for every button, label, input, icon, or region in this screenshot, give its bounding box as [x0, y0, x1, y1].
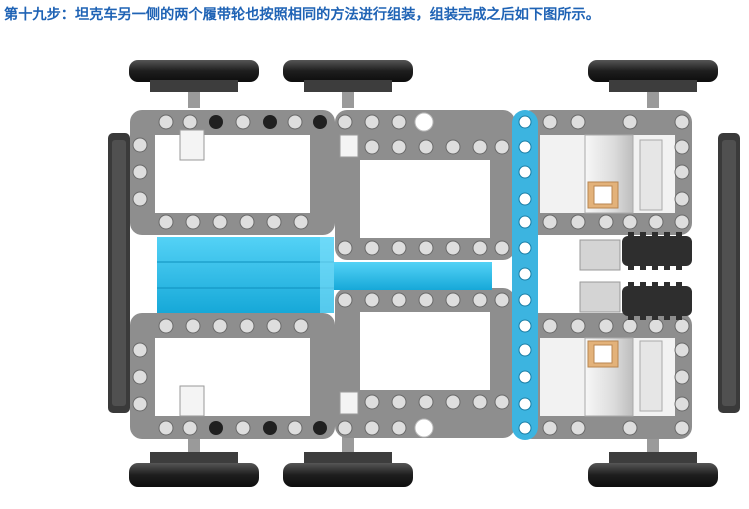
wheel-bottom-middle — [283, 436, 413, 487]
wheel-bottom-left — [129, 436, 259, 487]
azure-vertical-beam — [512, 110, 538, 440]
frame-lower-left — [130, 313, 335, 439]
wheel-bottom-right — [588, 436, 718, 487]
wheel-top-left — [129, 60, 259, 108]
gear-upper — [580, 232, 692, 270]
motor-lower — [585, 338, 662, 416]
motor-upper — [585, 135, 662, 213]
wheel-top-right — [588, 60, 718, 108]
frame-upper-left — [130, 110, 335, 235]
dark-side-beam-left — [108, 133, 130, 413]
wheel-top-middle — [283, 60, 413, 108]
frame-upper-middle — [335, 110, 515, 260]
dark-side-beam-right — [718, 133, 740, 413]
frame-lower-middle — [335, 288, 515, 438]
